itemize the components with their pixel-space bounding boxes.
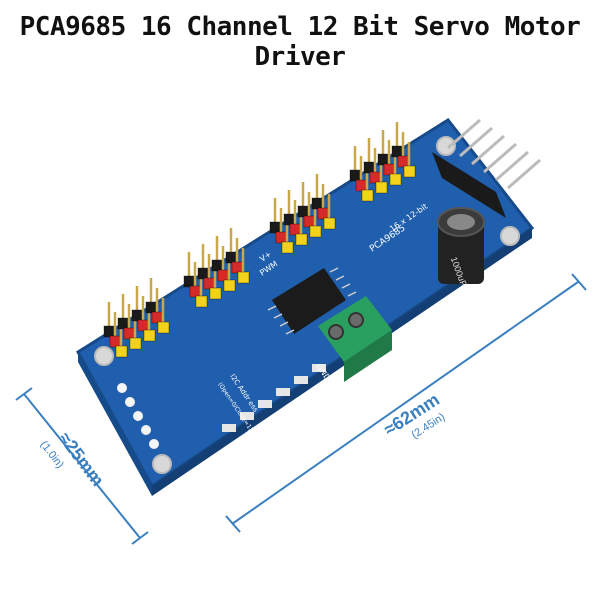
header-block [137, 319, 150, 332]
header-block [377, 153, 390, 166]
header-block [269, 221, 282, 234]
header-block [151, 311, 164, 324]
header-block [157, 321, 170, 334]
dimension-width [15, 387, 149, 545]
header-block [143, 329, 156, 342]
capacitor: 1000uF [437, 207, 485, 288]
header-block [369, 171, 382, 184]
header-block [129, 337, 142, 350]
header-block [389, 173, 402, 186]
header-block [363, 161, 376, 174]
header-block [225, 251, 238, 264]
header-block [375, 181, 388, 194]
header-block [311, 197, 324, 210]
pca9685-chip [267, 267, 357, 335]
header-block [323, 217, 336, 230]
header-block [283, 213, 296, 226]
left-pin-pads [117, 383, 159, 449]
header-block [297, 205, 310, 218]
power-terminal [318, 296, 392, 382]
header-block [195, 295, 208, 308]
header-block [203, 277, 216, 290]
header-block [355, 179, 368, 192]
header-block [223, 279, 236, 292]
header-block [209, 287, 222, 300]
header-block [309, 225, 322, 238]
header-block [109, 335, 122, 348]
header-block [391, 145, 404, 158]
header-block [145, 301, 158, 314]
header-block [197, 267, 210, 280]
header-block [289, 223, 302, 236]
header-block [295, 233, 308, 246]
header-block [217, 269, 230, 282]
header-block [117, 317, 130, 330]
right-pin-header [432, 118, 541, 218]
header-block [397, 155, 410, 168]
header-block [237, 271, 250, 284]
header-block [183, 275, 196, 288]
header-block [303, 215, 316, 228]
header-block [383, 163, 396, 176]
header-block [131, 309, 144, 322]
header-block [403, 165, 416, 178]
header-block [231, 261, 244, 274]
header-block [189, 285, 202, 298]
header-block [103, 325, 116, 338]
header-block [281, 241, 294, 254]
dimension-length [225, 273, 587, 533]
header-block [211, 259, 224, 272]
header-block [275, 231, 288, 244]
header-block [317, 207, 330, 220]
header-block [123, 327, 136, 340]
header-block [361, 189, 374, 202]
page-title: PCA9685 16 Channel 12 Bit Servo Motor Dr… [19, 12, 581, 72]
header-block [349, 169, 362, 182]
address-pads [222, 364, 326, 432]
servo-headers [103, 122, 416, 358]
header-block [115, 345, 128, 358]
